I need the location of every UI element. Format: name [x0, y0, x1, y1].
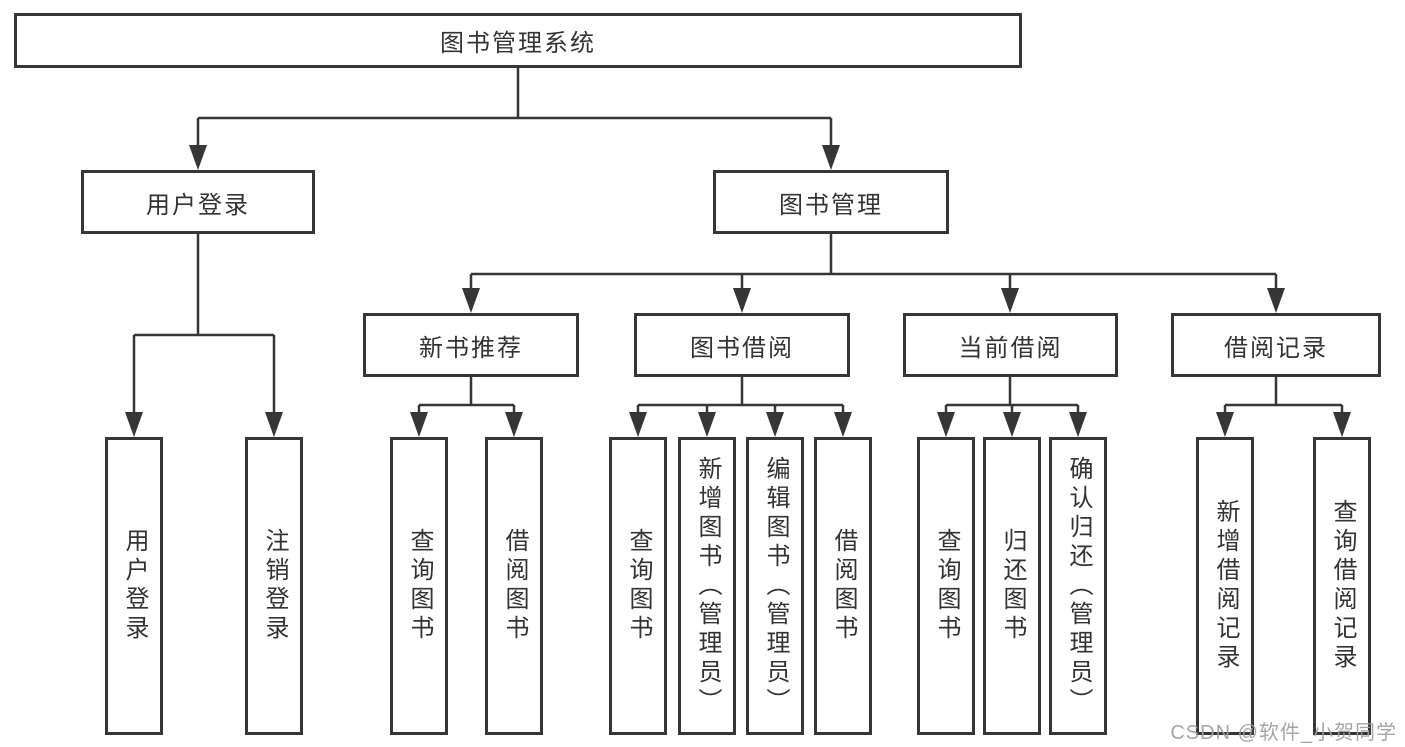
arrow-down-icon: [1333, 412, 1351, 437]
arrow-down-icon: [822, 145, 840, 170]
arrow-down-icon: [1003, 412, 1021, 437]
arrow-down-icon: [1069, 412, 1087, 437]
node-leaf-return-books: 归还图书: [983, 437, 1041, 735]
edge-book-management-to-level3: [462, 234, 1285, 313]
node-library-management-system: 图书管理系统: [14, 13, 1022, 68]
node-leaf-add-books-admin: 新增图书（管理员）: [678, 437, 736, 735]
arrow-down-icon: [1216, 412, 1234, 437]
node-leaf-borrow-books: 借阅图书: [814, 437, 872, 735]
arrow-down-icon: [1267, 288, 1285, 313]
edge-current-borrow-to-leaves: [937, 377, 1087, 437]
arrow-down-icon: [834, 412, 852, 437]
watermark: CSDN @软件_小贺同学: [1170, 722, 1397, 744]
arrow-down-icon: [410, 412, 428, 437]
edge-borrow-records-to-leaves: [1216, 377, 1351, 437]
arrow-down-icon: [766, 412, 784, 437]
edge-new-book-recommend-to-leaves: [410, 377, 523, 437]
arrow-down-icon: [189, 145, 207, 170]
node-leaf-query-books-recommend: 查询图书: [390, 437, 448, 735]
edge-user-login-to-leaves: [125, 234, 283, 437]
node-book-management: 图书管理: [713, 170, 949, 234]
node-leaf-query-books-current: 查询图书: [917, 437, 975, 735]
node-new-book-recommend: 新书推荐: [363, 313, 579, 377]
arrow-down-icon: [265, 412, 283, 437]
node-leaf-add-borrow-record: 新增借阅记录: [1196, 437, 1254, 735]
node-user-login: 用户登录: [81, 170, 315, 234]
arrow-down-icon: [698, 412, 716, 437]
node-borrow-records: 借阅记录: [1171, 313, 1381, 377]
arrow-down-icon: [937, 412, 955, 437]
arrow-down-icon: [733, 288, 751, 313]
node-leaf-edit-books-admin: 编辑图书（管理员）: [746, 437, 804, 735]
node-book-borrow: 图书借阅: [634, 313, 850, 377]
node-leaf-borrow-books-recommend: 借阅图书: [485, 437, 543, 735]
arrow-down-icon: [462, 288, 480, 313]
arrow-down-icon: [125, 412, 143, 437]
node-leaf-logout: 注销登录: [245, 437, 303, 735]
node-current-borrow: 当前借阅: [903, 313, 1118, 377]
arrow-down-icon: [1001, 288, 1019, 313]
edge-root-to-level2: [189, 68, 840, 170]
arrow-down-icon: [505, 412, 523, 437]
node-leaf-confirm-return-admin: 确认归还（管理员）: [1049, 437, 1107, 735]
node-leaf-query-books-borrow: 查询图书: [609, 437, 667, 735]
arrow-down-icon: [629, 412, 647, 437]
node-leaf-query-borrow-record: 查询借阅记录: [1313, 437, 1371, 735]
node-leaf-user-login: 用户登录: [105, 437, 163, 735]
edge-book-borrow-to-leaves: [629, 377, 852, 437]
